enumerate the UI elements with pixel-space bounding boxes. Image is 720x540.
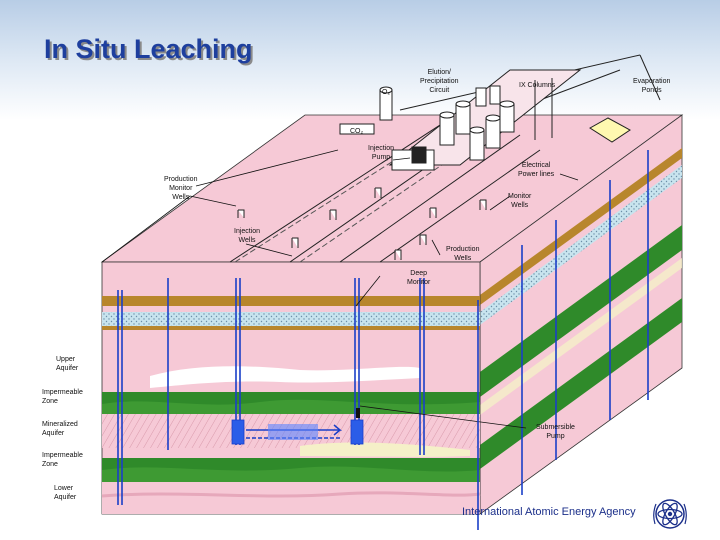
block-right-face: [479, 114, 683, 515]
label-upper-aquifer: Upper Aquifer: [56, 356, 79, 372]
label-submersible-pump: Submersible Pump: [536, 424, 575, 440]
label-ix-columns: IX Columns: [519, 82, 556, 89]
iaea-logo-icon: [653, 499, 687, 529]
dotted-layer: [102, 312, 480, 326]
label-o2: O₂: [382, 89, 391, 96]
label-production-wells: Production Wells: [446, 246, 480, 260]
label-co2: CO₂: [350, 128, 364, 135]
label-elution: Elution/ Precipitation Circuit: [420, 69, 459, 94]
label-lower-aquifer: Lower Aquifer: [54, 485, 77, 501]
label-mineralized-aquifer: Mineralized Aquifer: [42, 421, 78, 437]
agency-name: International Atomic Energy Agency: [462, 506, 636, 518]
brown-layer: [102, 296, 480, 306]
label-impermeable-zone-1: Impermeable Zone: [42, 389, 83, 405]
leader-lines: [101, 149, 579, 429]
leach-flow: [231, 408, 364, 445]
slide-title: In Situ Leaching: [44, 34, 253, 64]
lower-aquifer: [102, 482, 480, 514]
ore-lens: [300, 442, 470, 457]
plant-building-icon: [339, 69, 631, 171]
label-impermeable-zone-2: Impermeable Zone: [42, 452, 83, 468]
label-injection-wells: Injection Wells: [234, 228, 261, 244]
label-injection-pump: Injection Pump: [368, 145, 395, 161]
label-deep-monitor: Deep Monitor: [407, 270, 431, 286]
label-monitor-wells: Monitor Wells: [508, 193, 532, 209]
cross-section-wells: [117, 150, 649, 505]
wellheads: [237, 187, 487, 260]
label-evaporation-ponds: Evaporation Ponds: [633, 78, 671, 94]
label-electrical-power-lines: Electrical Power lines: [518, 162, 555, 178]
label-production-monitor-wells: Production Monitor Wells: [164, 176, 198, 201]
upper-aquifer-lens: [150, 366, 420, 388]
block-front-face: [101, 261, 481, 515]
